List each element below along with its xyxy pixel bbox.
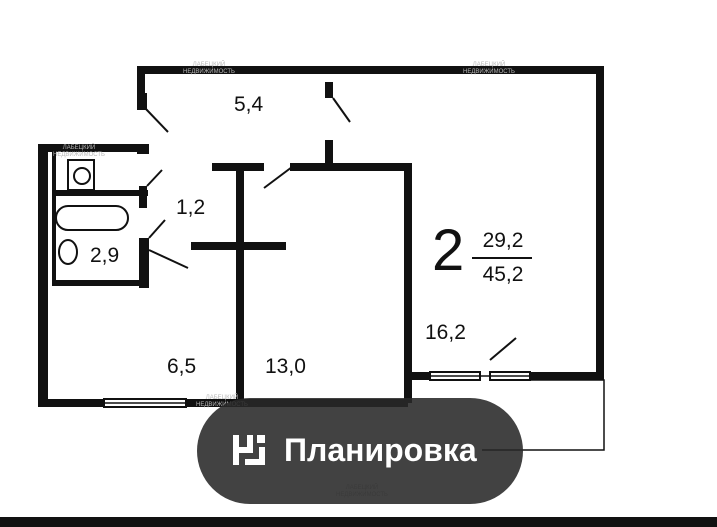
wall-bath-1 xyxy=(52,190,148,196)
door-kitchen xyxy=(148,249,189,269)
door-balcony xyxy=(489,337,517,361)
wall-bath-inner-left xyxy=(52,152,56,284)
wall-left-upper xyxy=(137,66,145,110)
watermark: ЛАБЕЦКИЙ НЕДВИЖИМОСТЬ xyxy=(53,145,105,158)
wall-bath-bottom xyxy=(52,280,149,286)
watermark: ЛАБЕЦКИЙ НЕДВИЖИМОСТЬ xyxy=(463,62,515,75)
bottom-bar xyxy=(0,517,717,527)
wall-room-top xyxy=(290,163,410,171)
room-area-bathroom: 2,9 xyxy=(90,244,120,267)
room-area-middle-room: 13,0 xyxy=(265,355,306,378)
wall-top-left xyxy=(38,144,146,152)
wall-room-top-stub xyxy=(325,140,333,167)
wall-room-right xyxy=(404,163,412,403)
wall-left-outer xyxy=(38,144,48,406)
wall-bath-right-2 xyxy=(139,238,149,288)
door-entry xyxy=(144,107,169,133)
wall-top xyxy=(137,66,603,74)
living-area: 29,2 xyxy=(482,229,524,252)
wall-room-bottom-end xyxy=(530,372,604,380)
wall-center-vertical xyxy=(236,163,244,403)
wall-stub-hall xyxy=(137,93,147,110)
door-wc xyxy=(146,169,163,187)
room-area-large-room: 16,2 xyxy=(425,321,466,344)
room-area-hall: 5,4 xyxy=(234,93,264,116)
wall-bath-right xyxy=(139,186,147,208)
door-top xyxy=(332,97,351,123)
door-bath xyxy=(148,219,166,239)
total-area: 45,2 xyxy=(482,263,524,286)
floorplan-icon xyxy=(233,435,265,465)
balcony xyxy=(482,379,605,451)
fraction-line xyxy=(472,257,532,259)
wall-right xyxy=(596,66,604,380)
room-area-kitchen: 6,5 xyxy=(167,355,197,378)
bathtub xyxy=(55,205,129,231)
door-room xyxy=(263,166,293,189)
floorplan-button[interactable]: Планировка xyxy=(197,398,523,504)
room-area-toilet: 1,2 xyxy=(176,196,206,219)
wall-bottom-left xyxy=(38,399,104,407)
floorplan-button-label: Планировка xyxy=(284,432,477,468)
watermark: ЛАБЕЦКИЙ НЕДВИЖИМОСТЬ xyxy=(183,62,235,75)
wall-room-bottom-right xyxy=(408,372,430,380)
sink xyxy=(58,239,78,265)
wall-top-stub xyxy=(325,82,333,98)
rooms-count: 2 xyxy=(432,218,465,283)
